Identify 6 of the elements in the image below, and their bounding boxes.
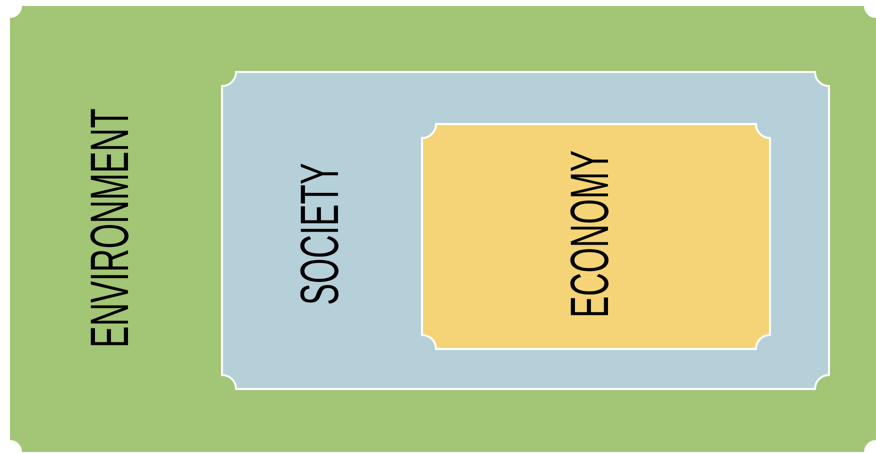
environment-panel: [10, 6, 876, 452]
panel-label: ECONOMY: [563, 150, 617, 318]
panel-label: ENVIRONMENT: [83, 108, 137, 348]
society-panel: [222, 72, 829, 389]
economy-panel: [422, 124, 770, 349]
panel-label: SOCIETY: [293, 162, 347, 306]
